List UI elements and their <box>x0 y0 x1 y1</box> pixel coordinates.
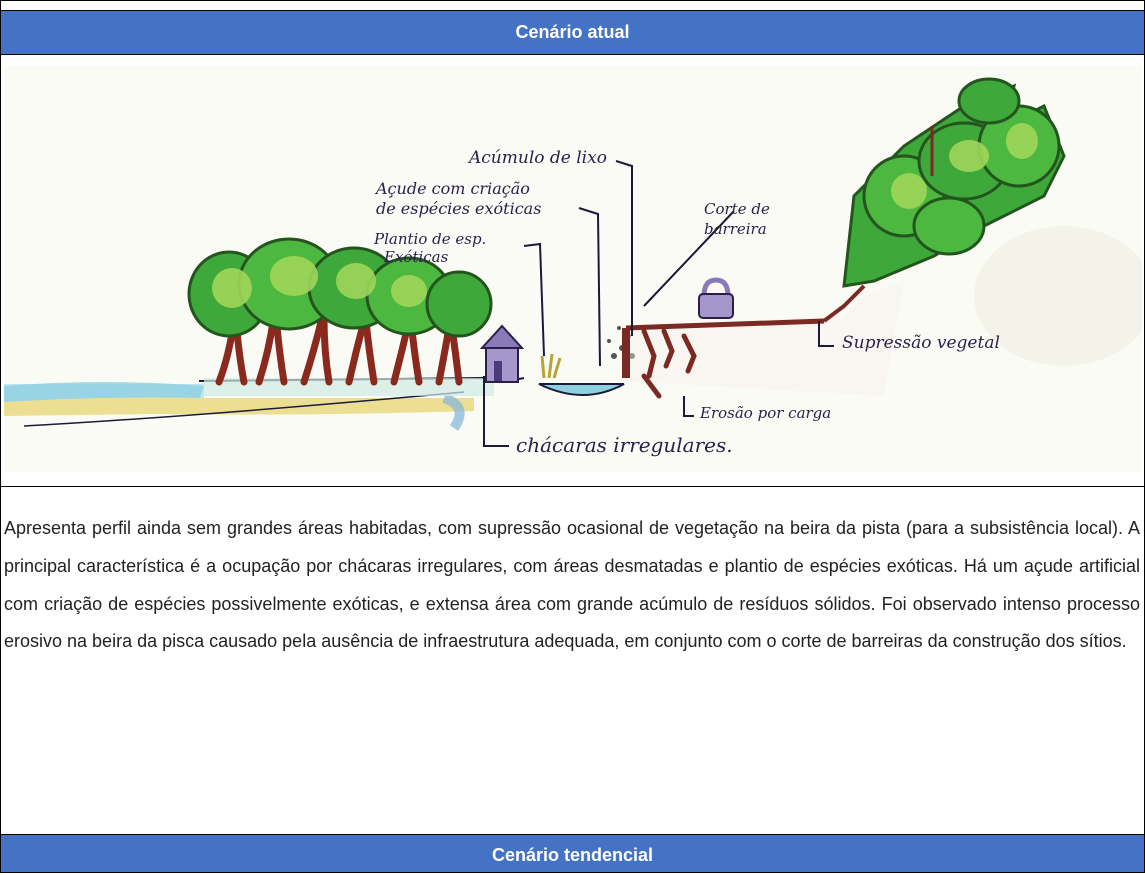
section-header-trend: Cenário tendencial <box>0 834 1145 873</box>
label-plant-2: Exóticas <box>383 248 449 266</box>
lock-icon <box>698 277 734 319</box>
label-suppression: Supressão vegetal <box>842 333 1000 353</box>
house-icon <box>479 324 525 383</box>
scenario-sketch: Acúmulo de lixo Açude com criação de esp… <box>4 66 1142 472</box>
scenario-description: Apresenta perfil ainda sem grandes áreas… <box>4 518 1140 652</box>
label-erosion: Erosão por carga <box>699 404 831 422</box>
cell-divider <box>0 486 1145 487</box>
label-trash: Acúmulo de lixo <box>467 148 607 168</box>
section-title: Cenário atual <box>515 22 630 42</box>
section-title: Cenário tendencial <box>491 845 654 865</box>
label-farms: chácaras irregulares. <box>516 433 733 457</box>
label-plant: Plantio de esp. <box>373 230 486 248</box>
label-pond: Açude com criação <box>374 179 530 198</box>
label-cut-2: barreira <box>704 220 767 238</box>
section-header-current: Cenário atual <box>0 10 1145 55</box>
label-pond-2: de espécies exóticas <box>376 199 541 218</box>
label-cut: Corte de <box>704 200 770 218</box>
